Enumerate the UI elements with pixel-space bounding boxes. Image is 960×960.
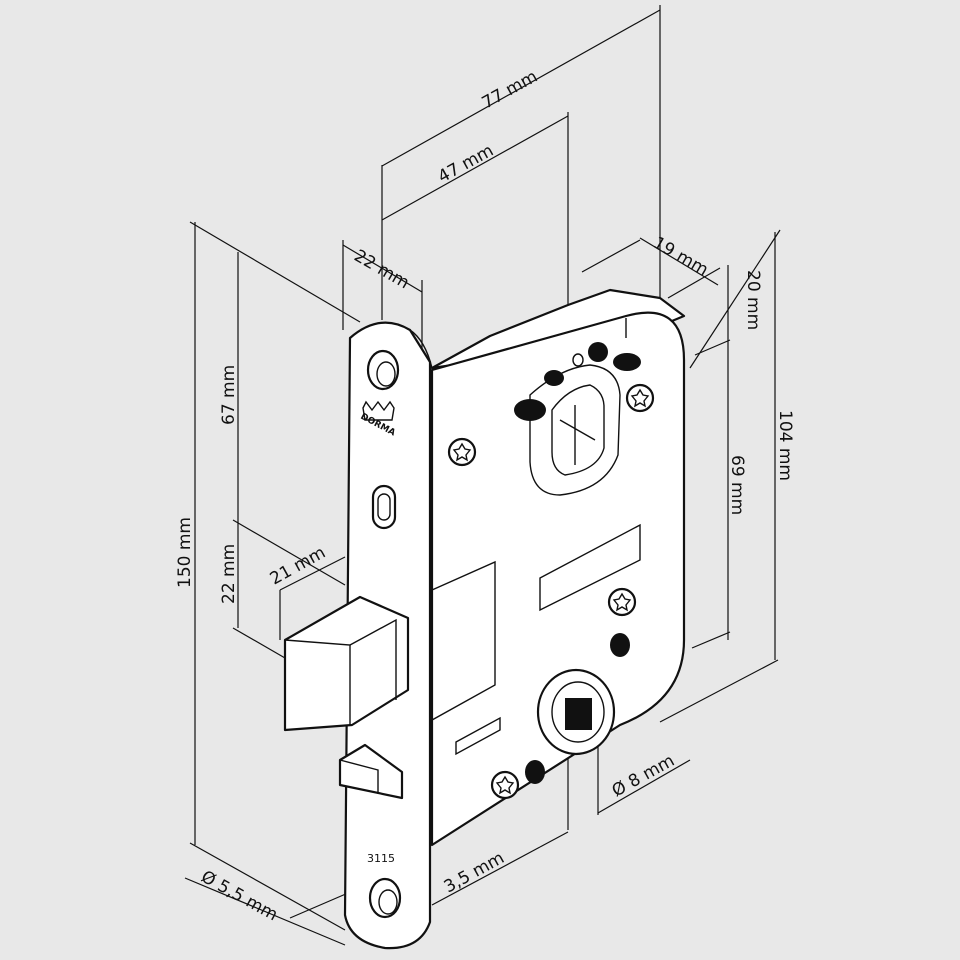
dim-47mm: 47 mm (435, 141, 497, 188)
dim-3-5mm: 3,5 mm (441, 848, 508, 897)
dim-150mm: 150 mm (175, 517, 195, 588)
dim-69mm: 69 mm (727, 455, 747, 515)
dim-77mm: 77 mm (479, 67, 541, 114)
square-spindle-hole (565, 698, 592, 730)
model-number: 3115 (367, 852, 395, 865)
dim-21mm: 21 mm (267, 543, 329, 590)
screw-icon (490, 770, 520, 800)
dim-22mm-left: 22 mm (219, 544, 239, 604)
cylinder-hole (551, 384, 605, 476)
screw-icon (447, 437, 477, 467)
lock-case (430, 288, 686, 847)
dim-19mm: 19 mm (650, 233, 712, 280)
dim-20mm: 20 mm (743, 270, 763, 330)
cylinder-housing (529, 364, 621, 496)
latch-bolt (283, 595, 410, 732)
dim-67mm: 67 mm (219, 365, 239, 425)
dim-104mm: 104 mm (775, 410, 795, 481)
auxiliary-latch (338, 743, 404, 800)
dim-8mm: Ø 8 mm (609, 751, 678, 802)
screw-icon (607, 587, 637, 617)
screw-icon (625, 383, 655, 413)
dimension-lines (184, 5, 781, 946)
dim-5-5mm: Ø 5,5 mm (198, 867, 281, 925)
